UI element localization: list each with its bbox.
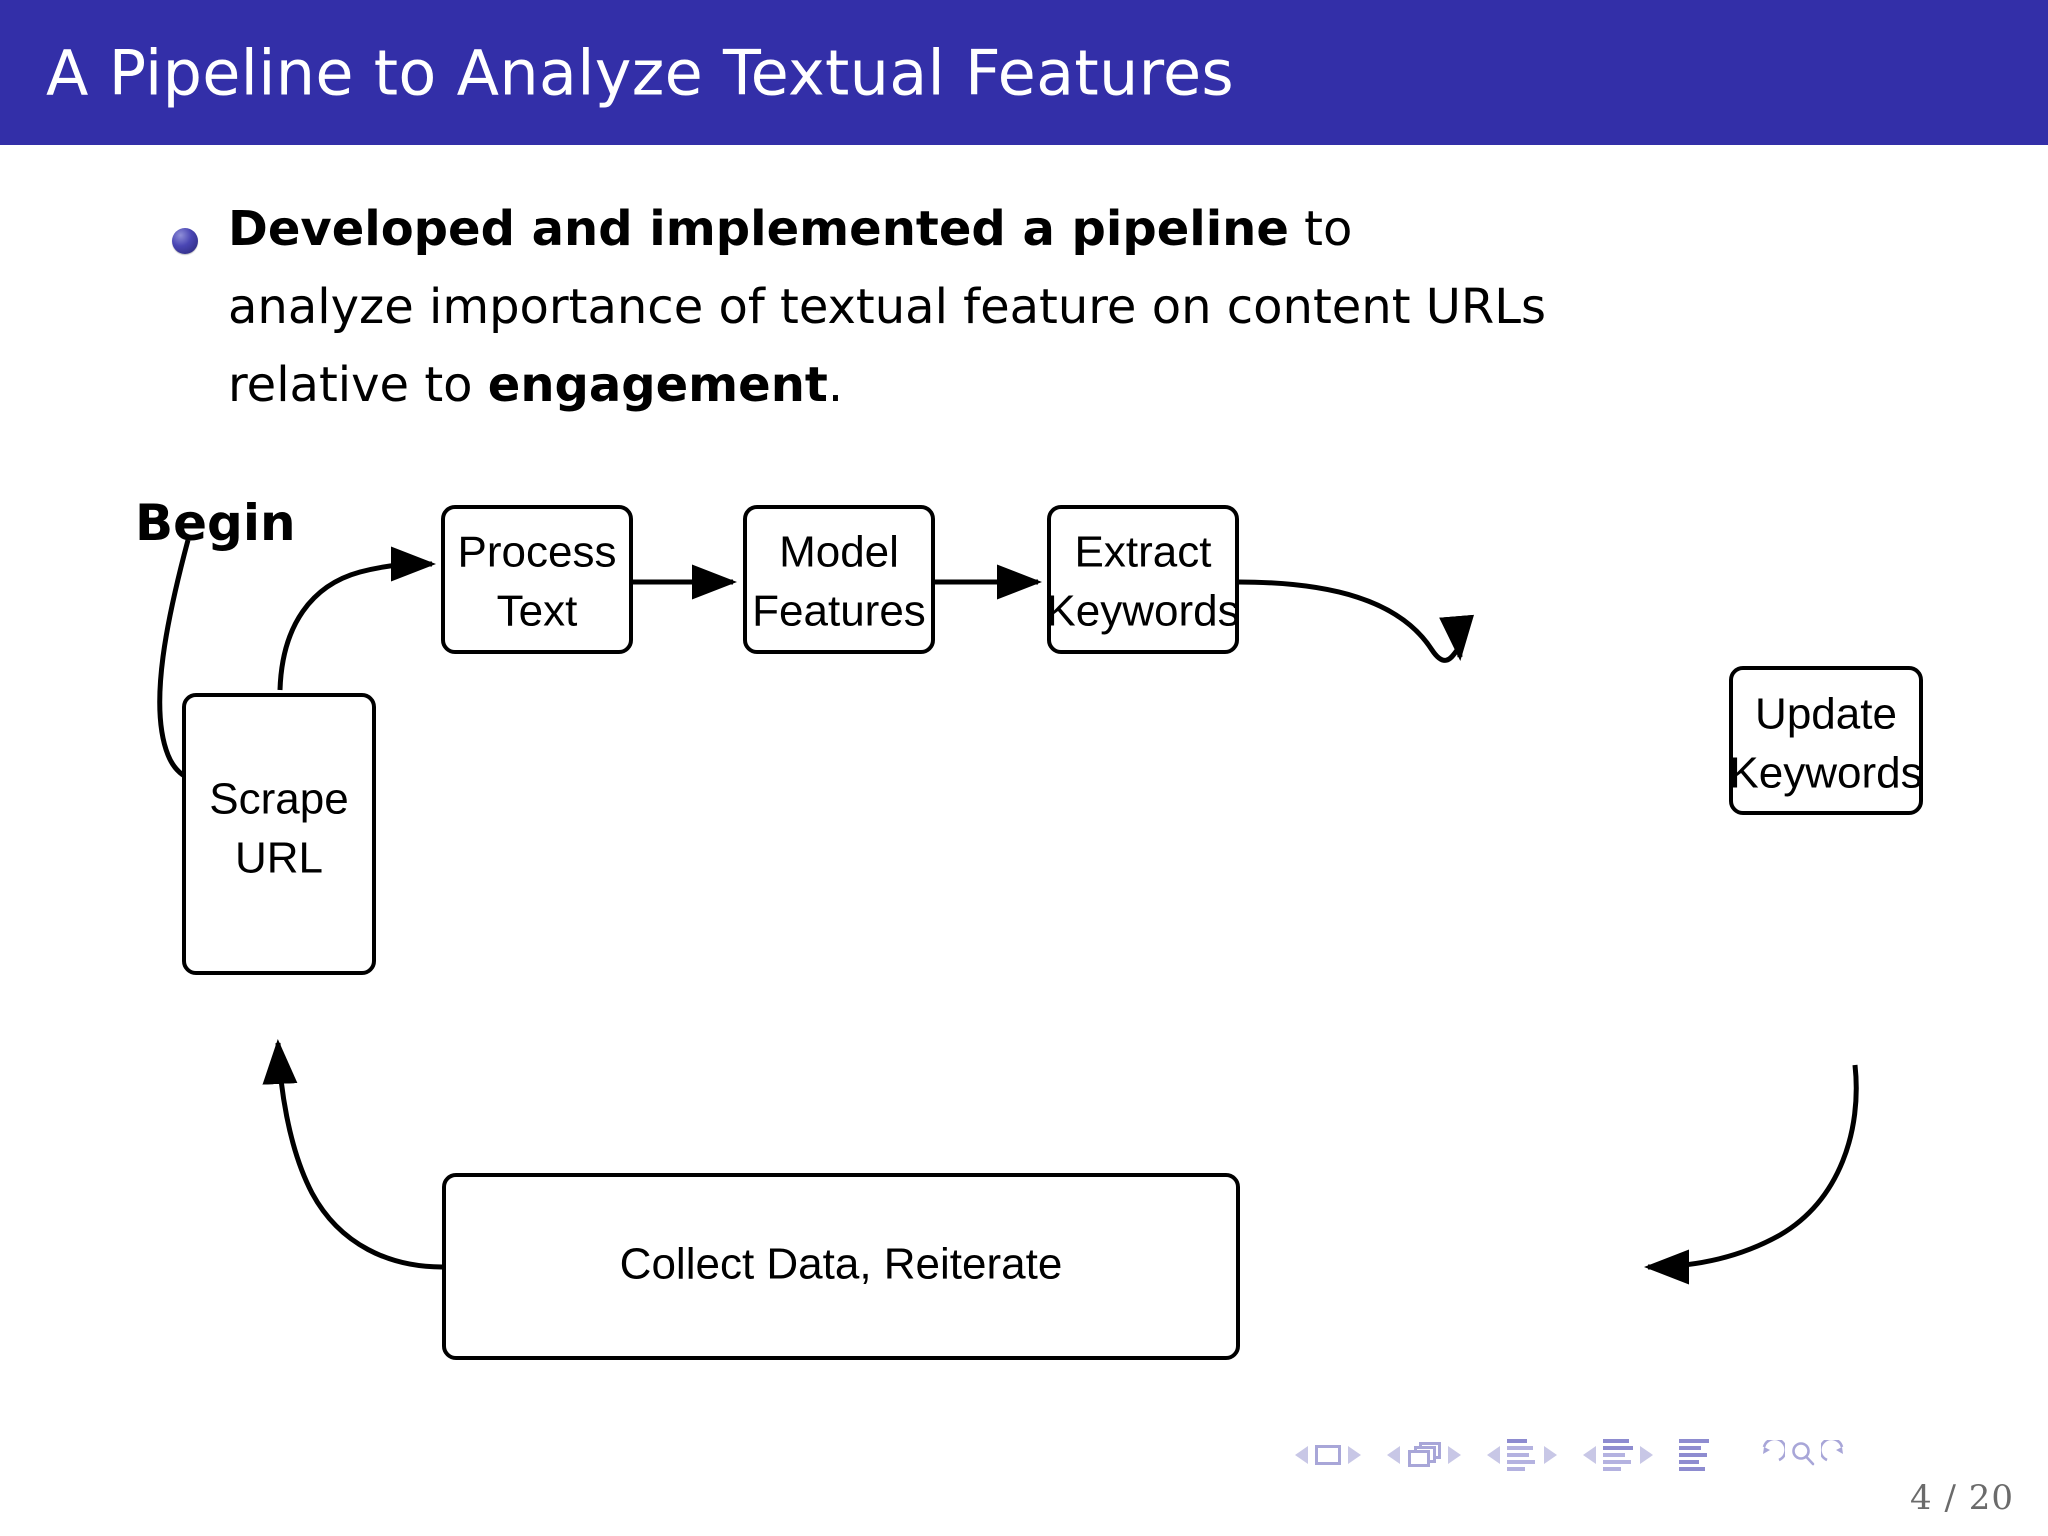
next-slide-icon[interactable]	[1348, 1446, 1361, 1464]
bullet-segment-bold-2: engagement	[487, 357, 828, 413]
next-subsection-icon[interactable]	[1544, 1446, 1557, 1464]
node-process-text-label-1: Process	[458, 528, 617, 577]
node-extract-keywords-label-2: Keywords	[1046, 587, 1239, 636]
node-scrape-url-label-2: URL	[235, 834, 323, 883]
node-scrape-url-label-1: Scrape	[209, 775, 348, 824]
prev-section-icon[interactable]	[1583, 1446, 1596, 1464]
edge-scrape-to-process	[277, 546, 437, 691]
slide-body: Developed and implemented a pipeline to …	[0, 145, 2048, 1536]
node-collect-data: Collect Data, Reiterate	[442, 1173, 1240, 1360]
page-counter: 4 / 20	[1910, 1478, 2014, 1518]
bullet-segment-bold-1: Developed and implemented a pipeline	[228, 201, 1289, 257]
bullet-sphere-icon	[172, 228, 198, 254]
beamer-navigation-bar[interactable]	[1295, 1432, 1995, 1478]
search-icon[interactable]	[1789, 1440, 1817, 1470]
node-extract-keywords-label-1: Extract	[1075, 528, 1212, 577]
frame-nav-group[interactable]	[1387, 1442, 1461, 1468]
pipeline-flowchart: Begin Scrape URL Process Text Model Feat…	[0, 145, 2048, 1536]
section-nav-group[interactable]	[1583, 1439, 1653, 1471]
back-arrow-icon[interactable]	[1753, 1440, 1785, 1470]
bullet-segment-plain-2: .	[827, 357, 844, 413]
edge-collect-to-scrape	[262, 1039, 443, 1270]
prev-subsection-icon[interactable]	[1487, 1446, 1500, 1464]
forward-arrow-icon[interactable]	[1821, 1440, 1853, 1470]
node-update-keywords: Update Keywords	[1729, 666, 1923, 815]
node-scrape-url-box	[182, 693, 376, 975]
node-process-text: Process Text	[441, 505, 633, 654]
subsection-icon[interactable]	[1507, 1439, 1537, 1471]
node-model-features-label-1: Model	[779, 528, 899, 577]
node-model-features: Model Features	[743, 505, 935, 654]
page-title: A Pipeline to Analyze Textual Features	[46, 36, 1235, 109]
prev-frame-icon[interactable]	[1387, 1446, 1400, 1464]
edge-extract-to-update	[1237, 579, 1475, 663]
slide-nav-group[interactable]	[1295, 1445, 1361, 1465]
node-collect-data-box	[442, 1173, 1240, 1360]
node-extract-keywords-box	[1047, 505, 1239, 654]
bullet-item-text: Developed and implemented a pipeline to …	[228, 190, 1548, 424]
node-model-features-label-2: Features	[752, 587, 926, 636]
prev-slide-icon[interactable]	[1295, 1446, 1308, 1464]
section-icon[interactable]	[1603, 1439, 1633, 1471]
subsection-nav-group[interactable]	[1487, 1439, 1557, 1471]
node-model-features-box	[743, 505, 935, 654]
document-icon[interactable]	[1679, 1439, 1709, 1471]
node-extract-keywords: Extract Keywords	[1046, 505, 1240, 654]
node-collect-data-label: Collect Data, Reiterate	[620, 1240, 1063, 1289]
node-update-keywords-label-1: Update	[1755, 690, 1897, 739]
next-frame-icon[interactable]	[1448, 1446, 1461, 1464]
edge-update-to-collect	[1643, 1064, 1859, 1285]
node-scrape-url: Scrape URL	[182, 693, 376, 975]
node-update-keywords-box	[1729, 666, 1923, 815]
slide-icon[interactable]	[1315, 1445, 1341, 1465]
node-process-text-box	[441, 505, 633, 654]
frame-stack-icon[interactable]	[1407, 1442, 1441, 1468]
document-nav-group[interactable]	[1679, 1439, 1709, 1471]
bullet-list: Developed and implemented a pipeline to …	[172, 190, 1548, 424]
bullet-segment-plain-1: to analyze importance of textual feature…	[228, 201, 1547, 413]
next-section-icon[interactable]	[1640, 1446, 1653, 1464]
begin-label: Begin	[135, 494, 296, 552]
slide-title-bar: A Pipeline to Analyze Textual Features	[0, 0, 2048, 145]
node-process-text-label-2: Text	[497, 587, 578, 636]
history-nav-group[interactable]	[1753, 1440, 1853, 1470]
node-update-keywords-label-2: Keywords	[1729, 749, 1922, 798]
